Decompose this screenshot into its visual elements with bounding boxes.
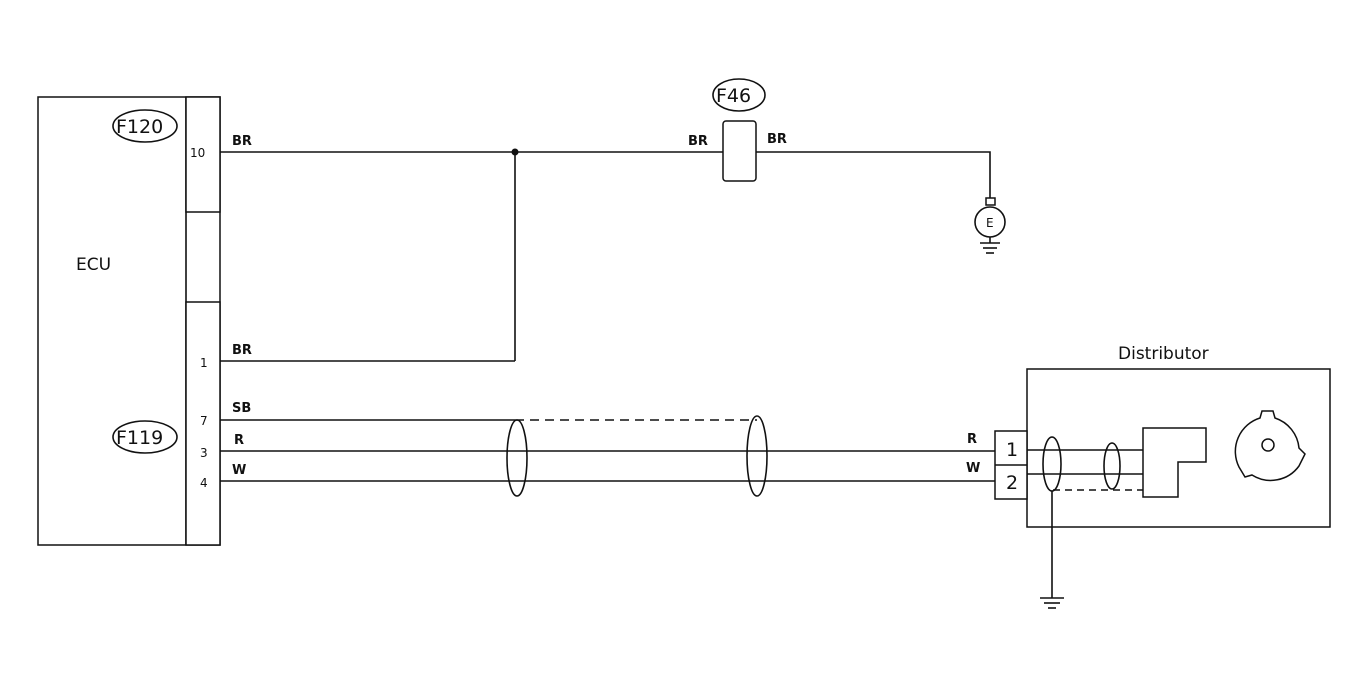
f119-label: F119 — [116, 427, 163, 449]
pin-3: 3 — [200, 446, 208, 460]
wire-label-br-f46-in: BR — [688, 134, 708, 149]
f46-label: F46 — [716, 85, 751, 107]
wire-label-r: R — [234, 433, 244, 448]
shield-ring-left — [506, 419, 528, 497]
dist-pin-2: 2 — [1006, 472, 1018, 494]
distributor-label: Distributor — [1118, 344, 1209, 364]
wire-label-r-dist: R — [967, 432, 977, 447]
wire-label-w-dist: W — [966, 461, 980, 476]
shield-ring-right — [746, 415, 768, 497]
f46-connector — [722, 120, 757, 182]
wire-label-br-1: BR — [232, 343, 252, 358]
f120-connector — [185, 96, 221, 213]
ecu-label: ECU — [76, 255, 111, 275]
ground-e-label: E — [986, 216, 994, 230]
pin-10: 10 — [190, 146, 205, 160]
f119-connector — [185, 301, 221, 546]
pin-1: 1 — [200, 356, 208, 370]
shield-ring-dist-2 — [1103, 442, 1121, 490]
dist-pin-1: 1 — [1006, 439, 1018, 461]
wire-label-sb: SB — [232, 401, 251, 416]
wire-label-br-10: BR — [232, 134, 252, 149]
pin-4: 4 — [200, 476, 208, 490]
wire-label-w: W — [232, 463, 246, 478]
pin-7: 7 — [200, 414, 208, 428]
reluctor-rotor-icon — [1234, 410, 1306, 482]
pickup-sensor — [1142, 427, 1207, 498]
wire-label-br-f46-out: BR — [767, 132, 787, 147]
f120-label: F120 — [116, 116, 163, 138]
